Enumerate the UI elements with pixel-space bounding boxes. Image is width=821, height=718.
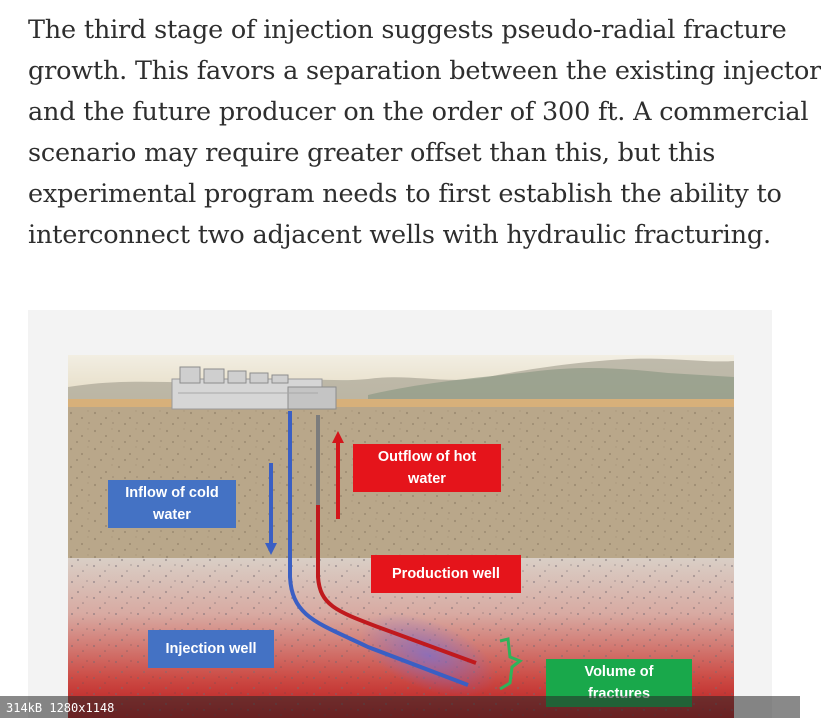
image-info-bar: 314kB 1280x1148 [0,696,800,718]
injection-well-pipe [288,411,469,687]
production-well-label: Production well [371,555,521,593]
paragraph-line-2: growth. This favors a separation between… [28,56,821,86]
power-plant [171,366,337,410]
paragraph-line-6: interconnect two adjacent wells with hyd… [28,220,771,250]
paragraph-line-5: experimental program needs to first esta… [28,179,782,209]
paragraph-line-1: The third stage of injection suggests ps… [28,15,787,45]
fractures-bracket [499,637,524,691]
paragraph-line-3: and the future producer on the order of … [28,97,809,127]
image-info-text: 314kB 1280x1148 [6,701,115,715]
geothermal-diagram[interactable]: Inflow of cold water Outflow of hot wate… [68,355,734,718]
outflow-hot-water-label: Outflow of hot water [353,444,501,492]
injection-well-label: Injection well [148,630,274,668]
article-paragraph: The third stage of injection suggests ps… [28,10,821,256]
paragraph-line-4: scenario may require greater offset than… [28,138,716,168]
inflow-cold-water-label: Inflow of cold water [108,480,236,528]
